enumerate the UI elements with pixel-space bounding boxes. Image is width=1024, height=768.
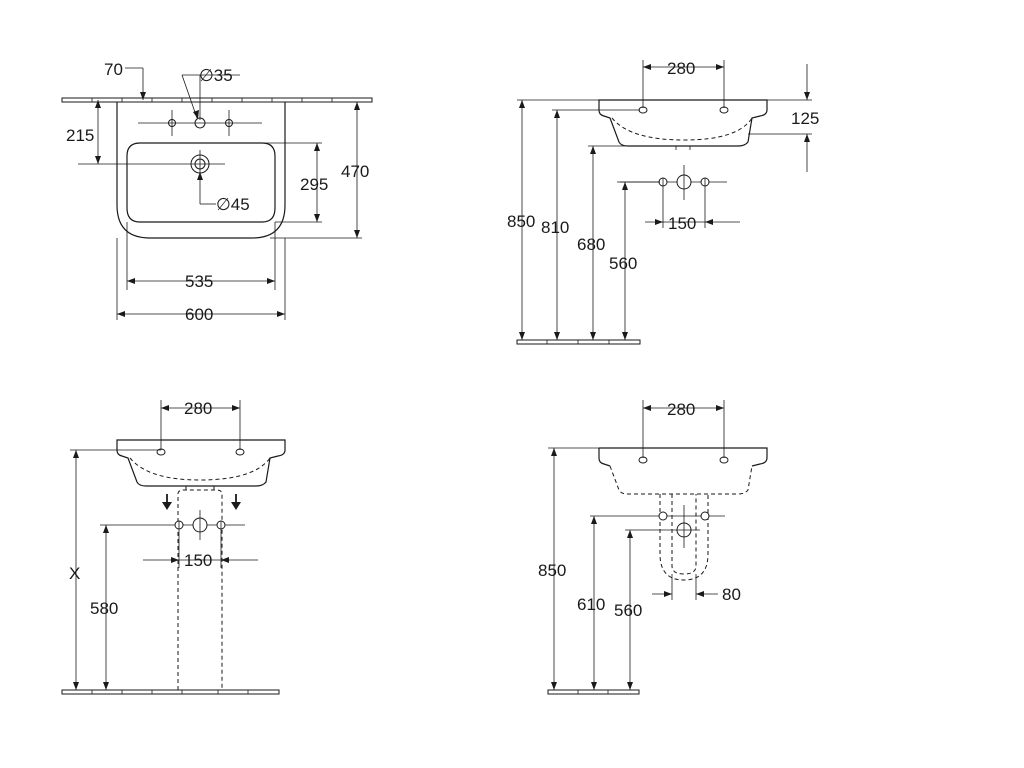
waste-connection-points <box>100 510 245 568</box>
bowl-outline <box>126 142 276 223</box>
dim-215-label: 215 <box>66 126 94 145</box>
dim-295-label: 295 <box>300 175 328 194</box>
dim-850-label: 850 <box>538 561 566 580</box>
top-view: 70 ∅35 215 ∅45 295 470 <box>61 60 373 324</box>
dim-x-label: X <box>69 564 80 583</box>
floor-line <box>61 689 280 695</box>
front-view-pedestal: 280 150 X 5 <box>61 399 286 695</box>
dim-600-label: 600 <box>185 305 213 324</box>
dim-150-label: 150 <box>184 551 212 570</box>
floor-line <box>516 339 641 345</box>
installation-arrows <box>162 494 241 510</box>
wall-line <box>61 97 373 103</box>
dim-560-label: 560 <box>614 601 642 620</box>
basin-bowl-hidden <box>611 117 753 141</box>
basin-semi-pedestal-outline <box>599 447 768 467</box>
basin-outline <box>116 102 286 239</box>
dim-535-label: 535 <box>185 272 213 291</box>
basin-pedestal-outline <box>116 439 286 487</box>
floor-line <box>547 689 640 695</box>
dim-560-label: 560 <box>609 254 637 273</box>
dim-580-label: 580 <box>90 599 118 618</box>
dim-70-label: 70 <box>104 60 123 79</box>
dim-280-label: 280 <box>667 400 695 419</box>
pedestal-column <box>177 489 223 690</box>
dim-80-label: 80 <box>722 585 741 604</box>
dim-280-label: 280 <box>667 59 695 78</box>
dim-850-label: 850 <box>507 212 535 231</box>
semi-pedestal-shroud <box>659 494 709 581</box>
basin-front-outline <box>598 99 768 147</box>
front-view-semi-pedestal: 280 80 850 610 560 <box>538 400 768 695</box>
dim-280-label: 280 <box>184 399 212 418</box>
dim-125-label: 125 <box>791 109 819 128</box>
dim-680-label: 680 <box>577 235 605 254</box>
dim-150-label: 150 <box>668 214 696 233</box>
drain <box>78 150 225 178</box>
dim-drain-diameter-label: ∅45 <box>216 195 250 214</box>
waste-connection-points <box>590 505 725 548</box>
dim-470-label: 470 <box>341 162 369 181</box>
dim-810-label: 810 <box>541 218 569 237</box>
dim-hole-diameter-label: ∅35 <box>199 66 233 85</box>
dim-610-label: 610 <box>577 595 605 614</box>
front-view-wall-mounted: 280 125 150 850 <box>507 59 819 345</box>
